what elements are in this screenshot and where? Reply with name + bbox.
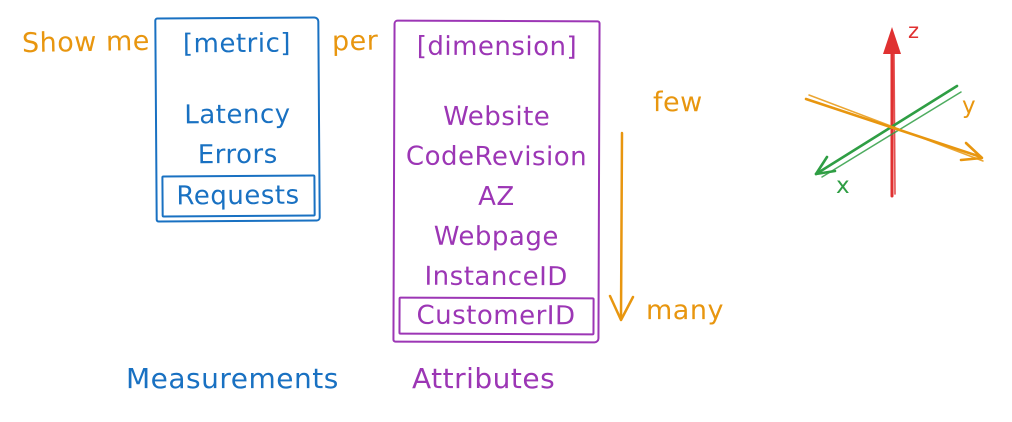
dimension-item: CustomerID: [416, 300, 576, 332]
z-axis-arrow-icon: [883, 27, 901, 198]
x-axis-arrow-icon: [814, 84, 962, 178]
metric-box: [metric] Latency Errors Requests: [154, 16, 321, 223]
metric-box-items: Latency Errors Requests: [157, 94, 319, 218]
measurements-caption: Measurements: [126, 362, 339, 395]
attributes-caption: Attributes: [412, 362, 556, 395]
per-label: per: [331, 25, 379, 58]
dimension-item: InstanceID: [424, 261, 568, 293]
few-to-many-arrow-icon: [608, 131, 635, 322]
dimension-box-header: [dimension]: [416, 31, 578, 63]
dimension-item-selected-box: CustomerID: [397, 296, 595, 336]
z-axis-label: z: [908, 19, 920, 43]
x-axis-label: x: [836, 173, 850, 199]
metric-box-header: [metric]: [182, 28, 292, 60]
metric-item: Latency: [184, 99, 291, 131]
dimension-box-items: Website CodeRevision AZ Webpage Instance…: [394, 97, 598, 336]
metric-item-selected-box: Requests: [160, 174, 316, 218]
y-axis-label: y: [962, 93, 976, 119]
y-axis-arrow-icon: [804, 94, 984, 162]
few-label: few: [653, 87, 703, 118]
show-me-label: Show me: [21, 25, 151, 60]
dimension-item: Website: [443, 101, 551, 133]
dimension-item: Webpage: [433, 221, 559, 253]
many-label: many: [646, 295, 724, 326]
dimension-item: AZ: [478, 181, 515, 213]
dimension-item: CodeRevision: [405, 141, 588, 173]
dimension-box: [dimension] Website CodeRevision AZ Webp…: [392, 19, 601, 344]
metric-item: Errors: [197, 139, 278, 171]
metric-item: Requests: [176, 180, 300, 212]
